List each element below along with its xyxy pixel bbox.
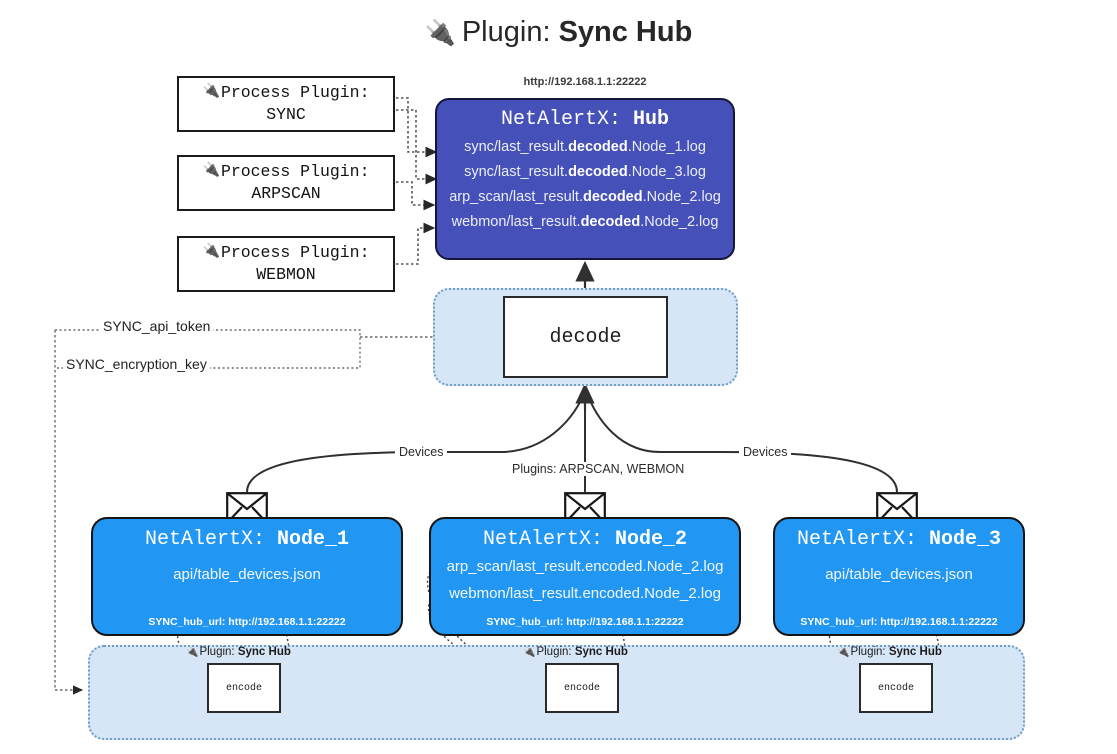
process-plugin-box-sync[interactable]: 🔌Process Plugin: SYNC <box>177 76 395 132</box>
node-box-node-2[interactable]: NetAlertX: Node_2 arp_scan/last_result.e… <box>429 517 741 636</box>
sync-encryption-key-label: SYNC_encryption_key <box>63 356 210 372</box>
hub-title-name: Hub <box>633 108 670 131</box>
node-line: arp_scan/last_result.encoded.Node_2.log <box>446 558 724 575</box>
process-plugin-label: Process Plugin: <box>220 242 370 262</box>
plug-icon: 🔌 <box>523 647 536 658</box>
hub-logline: arp_scan/last_result.decoded.Node_2.log <box>449 188 721 205</box>
page-title-prefix: Plugin: <box>461 16 551 48</box>
node-footer: SYNC_hub_url: http://192.168.1.1:22222 <box>148 616 346 628</box>
hub-title-prefix: NetAlertX: <box>500 108 621 131</box>
plugin-sync-hub-label-node-3: 🔌Plugin: Sync Hub <box>837 646 942 658</box>
plug-icon: 🔌 <box>424 19 456 47</box>
node-footer: SYNC_hub_url: http://192.168.1.1:22222 <box>486 616 684 628</box>
node-box-node-3[interactable]: NetAlertX: Node_3 api/table_devices.json… <box>773 517 1025 636</box>
encode-box-node-2[interactable]: encode <box>545 663 619 713</box>
node-title: NetAlertX: Node_3 <box>796 528 1002 551</box>
node-line: webmon/last_result.encoded.Node_2.log <box>449 585 721 602</box>
plugin-sync-hub-label-node-2: 🔌Plugin: Sync Hub <box>523 646 628 658</box>
process-plugin-label: Process Plugin: <box>220 82 370 102</box>
sync-api-token-label: SYNC_api_token <box>100 318 214 334</box>
plug-icon: 🔌 <box>202 244 220 261</box>
hub-logline: sync/last_result.decoded.Node_3.log <box>464 163 706 180</box>
node-box-node-1[interactable]: NetAlertX: Node_1 api/table_devices.json… <box>91 517 403 636</box>
decode-box[interactable]: decode <box>503 296 668 378</box>
plugin-sync-hub-label-node-1: 🔌Plugin: Sync Hub <box>186 646 291 658</box>
plug-icon: 🔌 <box>837 647 850 658</box>
process-plugin-value: ARPSCAN <box>251 184 321 203</box>
plug-icon: 🔌 <box>202 163 220 180</box>
encode-box-node-3[interactable]: encode <box>859 663 933 713</box>
process-plugin-value: WEBMON <box>256 265 316 284</box>
hub-logline: sync/last_result.decoded.Node_1.log <box>464 139 706 155</box>
hub-node-box[interactable]: NetAlertX: Hub sync/last_result.decoded.… <box>435 98 735 260</box>
page-title: 🔌Plugin: Sync Hub <box>0 16 1117 49</box>
process-plugin-value: SYNC <box>266 105 306 124</box>
node-footer: SYNC_hub_url: http://192.168.1.1:22222 <box>800 616 998 628</box>
encode-box-node-1[interactable]: encode <box>207 663 281 713</box>
node-line: api/table_devices.json <box>173 566 321 583</box>
hub-url-label: http://192.168.1.1:22222 <box>523 76 647 88</box>
node-title: NetAlertX: Node_1 <box>144 528 350 551</box>
page-title-name: Sync Hub <box>558 16 693 48</box>
edge-label-devices-right: Devices <box>739 445 792 459</box>
edge-label-plugins-center: Plugins: ARPSCAN, WEBMON <box>508 462 689 476</box>
node-line: api/table_devices.json <box>825 566 973 583</box>
process-plugin-box-arpscan[interactable]: 🔌Process Plugin: ARPSCAN <box>177 155 395 211</box>
edge-label-devices-left: Devices <box>395 445 448 459</box>
process-plugin-label: Process Plugin: <box>220 161 370 181</box>
process-plugin-box-webmon[interactable]: 🔌Process Plugin: WEBMON <box>177 236 395 292</box>
plug-icon: 🔌 <box>186 647 199 658</box>
plug-icon: 🔌 <box>202 84 220 101</box>
node-title: NetAlertX: Node_2 <box>482 528 688 551</box>
hub-logline: webmon/last_result.decoded.Node_2.log <box>451 213 719 230</box>
hub-title: NetAlertX: Hub <box>437 108 733 131</box>
